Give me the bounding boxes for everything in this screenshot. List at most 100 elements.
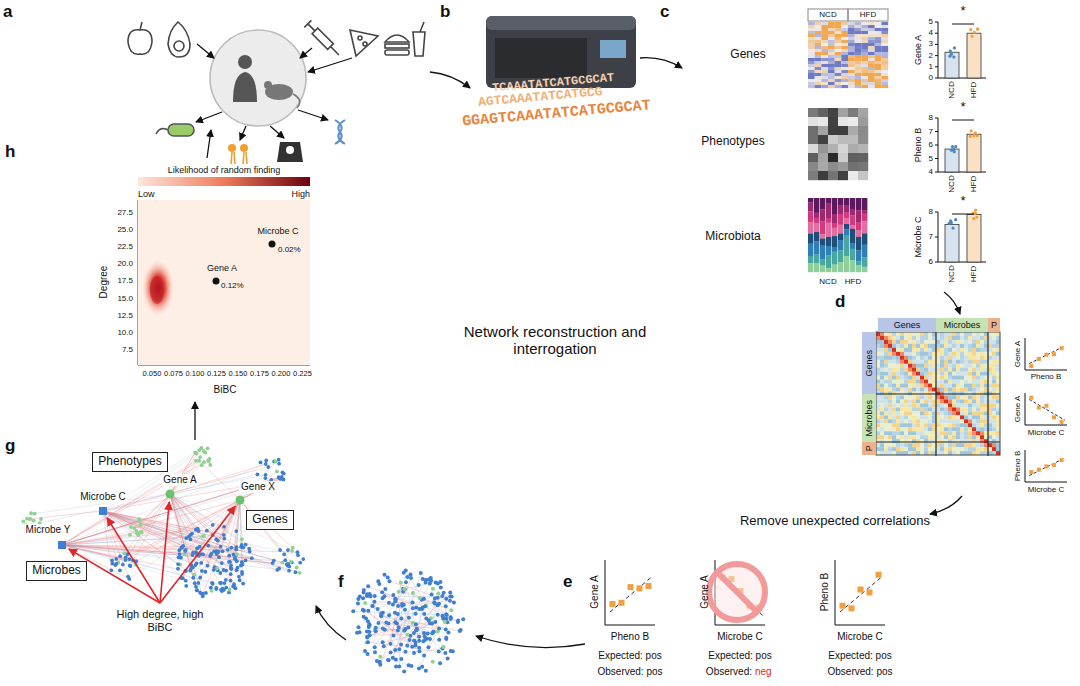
matrix-cell: [912, 340, 916, 344]
matrix-cell: [944, 423, 948, 427]
matrix-cell: [980, 435, 984, 439]
stacked-bar-segment: [826, 203, 831, 218]
matrix-cell: [948, 360, 952, 364]
matrix-cell: [892, 447, 896, 451]
matrix-cell: [972, 364, 976, 368]
matrix-cell: [964, 411, 968, 415]
data-dot: [970, 129, 973, 132]
matrix-cell: [912, 411, 916, 415]
stacked-bar-segment: [808, 234, 813, 244]
heatmap-cell: [868, 31, 875, 34]
matrix-cell: [916, 423, 920, 427]
stacked-bar-segment: [862, 210, 867, 214]
heatmap-cell: [808, 70, 815, 73]
heatmap-cell: [818, 117, 828, 126]
matrix-cell: [920, 356, 924, 360]
network-node: [420, 665, 424, 669]
network-node: [373, 650, 377, 654]
matrix-cell: [968, 364, 972, 368]
matrix-cell: [920, 376, 924, 380]
network-node: [405, 644, 409, 648]
heatmap-cell: [835, 52, 842, 55]
matrix-cell: [964, 384, 968, 388]
matrix-cell: [940, 423, 944, 427]
matrix-cell: [884, 380, 888, 384]
data-point: [610, 601, 616, 607]
matrix-cell: [920, 372, 924, 376]
heatmap-cell: [828, 117, 838, 126]
data-dot: [970, 35, 973, 38]
tick-mark: [935, 145, 938, 146]
heatmap-cell: [841, 70, 848, 73]
matrix-cell: [960, 447, 964, 451]
network-node: [410, 645, 414, 649]
matrix-cell: [972, 388, 976, 392]
matrix-cell: [976, 336, 980, 340]
matrix-cell: [992, 423, 996, 427]
matrix-cell: [940, 332, 944, 336]
stacked-bar-segment: [856, 198, 861, 210]
matrix-cell: [956, 443, 960, 447]
matrix-cell: [920, 403, 924, 407]
matrix-cell: [964, 332, 968, 336]
network-node: [208, 463, 212, 467]
matrix-cell: [896, 435, 900, 439]
heatmap-cell: [848, 52, 855, 55]
network-edge: [406, 571, 447, 640]
heatmap-cell: [875, 37, 882, 40]
matrix-cell: [952, 352, 956, 356]
stacked-bar-segment: [856, 223, 861, 231]
matrix-cell: [924, 340, 928, 344]
stacked-bar-segment: [844, 224, 849, 229]
matrix-cell: [876, 376, 880, 380]
matrix-cell: [908, 352, 912, 356]
stacked-bar-segment: [808, 256, 813, 264]
matrix-cell: [956, 388, 960, 392]
matrix-cell: [884, 384, 888, 388]
heatmap-cell: [828, 85, 835, 88]
stacked-bar-segment: [844, 236, 849, 257]
heatmap-cell: [808, 108, 818, 117]
trend-line: [1029, 458, 1065, 476]
network-edge: [413, 593, 458, 622]
heatmap-cell: [815, 79, 822, 82]
stacked-bar-segment: [832, 265, 837, 273]
matrix-cell: [988, 435, 992, 439]
matrix-cell: [996, 364, 1000, 368]
matrix-cell: [880, 348, 884, 352]
matrix-cell: [876, 368, 880, 372]
network-node: [397, 590, 401, 594]
matrix-cell: [896, 380, 900, 384]
matrix-cell: [908, 447, 912, 451]
matrix-cell: [976, 439, 980, 443]
network-node: [451, 649, 455, 653]
matrix-cell: [900, 403, 904, 407]
stacked-bar-segment: [838, 250, 843, 262]
network-node: [193, 581, 197, 585]
network-node: [389, 642, 393, 646]
trend-line: [1029, 346, 1065, 364]
heatmap-cell: [828, 82, 835, 85]
heatmap-cell: [828, 76, 835, 79]
network-node: [437, 649, 441, 653]
matrix-cell: [992, 380, 996, 384]
matrix-cell: [896, 411, 900, 415]
matrix-cell: [924, 376, 928, 380]
matrix-cell: [948, 332, 952, 336]
tick-mark: [935, 22, 938, 23]
heatmap-cell: [875, 73, 882, 76]
matrix-cell: [880, 407, 884, 411]
network-node: [198, 455, 202, 459]
matrix-cell: [912, 368, 916, 372]
heatmap-cell: [881, 67, 888, 70]
matrix-cell: [952, 364, 956, 368]
matrix-cell: [992, 427, 996, 431]
matrix-cell: [936, 348, 940, 352]
matrix-cell: [924, 419, 928, 423]
matrix-cell: [944, 368, 948, 372]
stacked-bar-segment: [856, 210, 861, 223]
matrix-cell: [952, 372, 956, 376]
network-edge: [434, 601, 450, 603]
network-edge: [62, 537, 202, 545]
group-tag: [848, 9, 888, 21]
